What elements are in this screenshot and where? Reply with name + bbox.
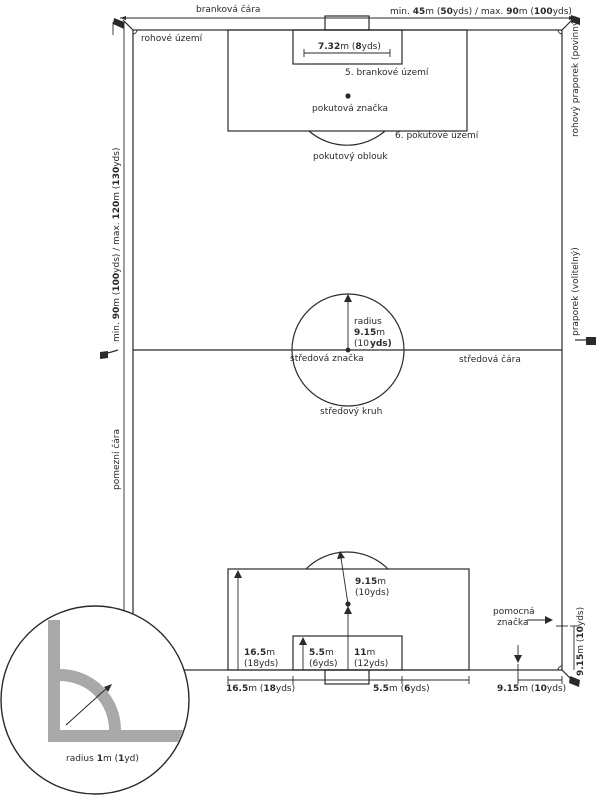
corner-arc [132,29,138,35]
arrow-icon [120,16,126,20]
bottom-goal [324,669,370,685]
penalty-depth-yd-label: (18yds) [244,659,278,669]
arrow-up-icon [344,294,352,302]
arrow-down-icon [514,655,522,663]
corner-flag-label: rohový praporek (povinný) [571,17,581,137]
halfway-line-label: středová čára [459,354,521,365]
halfway-flag-icon [100,349,119,359]
goal-area-label: 5. brankové území [345,67,429,78]
top-penalty-mark [345,93,351,99]
corner-detail-magnifier [0,605,190,795]
corner-flag-icon [561,15,580,31]
arrow-up-icon [344,606,352,614]
corner-flag-icon [113,18,134,31]
halfway-flag-icon [575,337,596,345]
aux-mark-label-2: značka [497,617,528,628]
goal-depth-m-label: 5.5m [309,648,334,658]
arc-dist-yd-label: (10yds) [355,588,389,598]
arc-dist-m-label: 9.15m [355,577,386,587]
penalty-depth-m-label: 16.5m [244,648,275,658]
radius-yd-label: (10yds) [354,339,392,349]
right-dist-label: 9.15m (10yds) [576,607,586,676]
bottom-penalty-label: 16.5m (18yds) [226,684,295,694]
penalty-mark-label: pokutová značka [312,103,388,114]
top-penalty-area [227,29,468,132]
optional-flag-label: praporek (volitelný) [571,247,581,336]
arc-radius-arrow [340,557,349,605]
bottom-goal-label: 5.5m (6yds) [373,684,430,694]
bottom-goal-area [292,635,403,671]
center-mark-label: středová značka [290,353,364,364]
center-circle-label: středový kruh [320,407,382,417]
aux-mark-label-1: pomocná [493,607,535,617]
corner-flag-icon [561,669,580,687]
bottom-corner-dist-label: 9.15m (10yds) [497,684,566,694]
corner-arc [557,29,563,35]
penalty-area-label: 6. pokutové území [395,130,479,141]
arrow-right-icon [545,616,553,624]
touch-line-label: pomezní čára [111,429,122,490]
spot-dist-m-label: 11m [354,648,375,658]
goal-line-label: branková čára [196,4,260,15]
top-penalty-arc [308,130,386,146]
length-label: min. 90m (100yds) / max. 120m (130yds) [112,148,122,342]
penalty-arc-label: pokutový oblouk [313,152,388,162]
spot-dist-yd-label: (12yds) [354,659,388,669]
radius-m-label: 9.15m [354,328,385,338]
arrow-up-icon [337,551,345,559]
goal-depth-yd-label: (6yds) [309,659,338,669]
bottom-penalty-arc [305,551,389,570]
corner-area-label: rohové území [141,33,203,44]
arrow-up-icon [299,637,307,645]
goal-width-label: 7.32m (8yds) [318,42,381,52]
radius-label: radius [354,317,382,327]
width-label: min. 45m (50yds) / max. 90m (100yds) [390,7,572,17]
arrow-up-icon [234,570,242,578]
corner-radius-label: radius 1m (1yd) [66,754,139,764]
corner-arc [557,665,563,671]
